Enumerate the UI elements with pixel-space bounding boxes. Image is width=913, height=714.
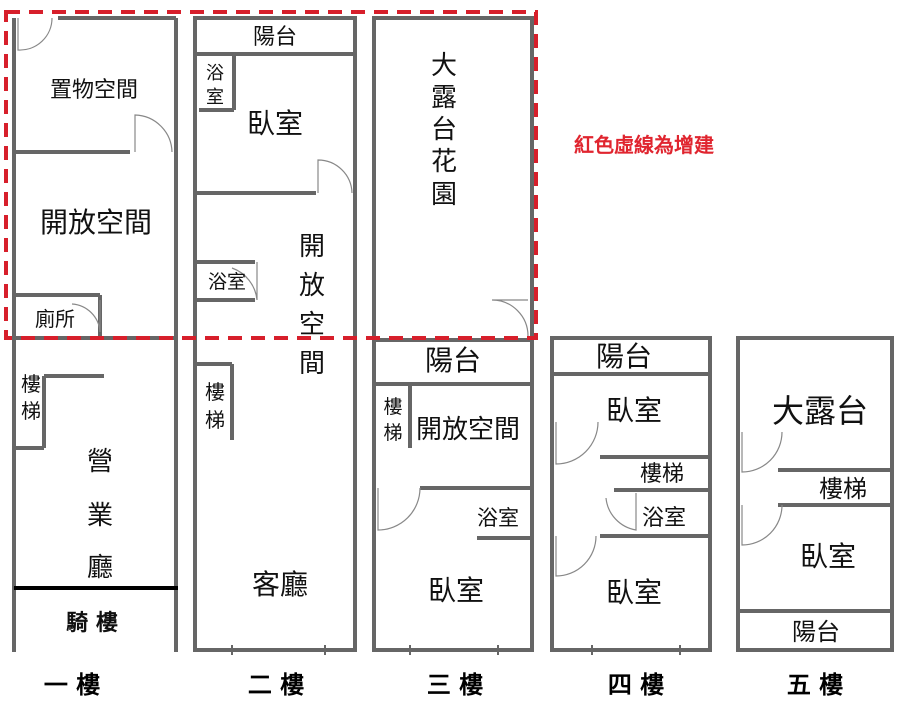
room-label-bath-top: 室 xyxy=(206,87,224,108)
room-label-balcony: 陽台 xyxy=(596,340,652,373)
room-label-stairs: 梯 xyxy=(21,399,41,423)
room-label-shop-hall: 營 xyxy=(87,447,113,477)
room-label-bedroom-bottom: 臥室 xyxy=(606,576,662,609)
door-icon xyxy=(134,114,173,153)
room-label-bedroom: 臥室 xyxy=(428,574,484,607)
floor-5-plan xyxy=(736,336,894,652)
room-label-stairs: 樓 xyxy=(383,396,402,418)
room-label-toilet: 廁所 xyxy=(35,307,75,331)
door-icon xyxy=(605,493,637,531)
room-label-shop-hall: 廳 xyxy=(87,553,113,583)
extension-outline xyxy=(4,10,538,340)
door-icon xyxy=(491,299,529,337)
room-label-open-space: 間 xyxy=(299,349,325,379)
room-label-bedroom-top: 臥室 xyxy=(606,394,662,427)
door-icon xyxy=(741,431,783,473)
room-label-stairs: 梯 xyxy=(383,422,402,444)
room-label-bath: 浴室 xyxy=(477,506,519,530)
door-icon xyxy=(71,300,101,333)
room-label-balcony: 陽台 xyxy=(425,344,481,377)
floor-label-5: 五 樓 xyxy=(787,671,843,699)
door-icon xyxy=(741,504,783,546)
room-label-open-space: 開放空間 xyxy=(416,415,520,445)
room-label-arcade: 騎 樓 xyxy=(66,611,118,636)
room-label-terrace-garden: 台 xyxy=(431,115,457,145)
room-label-terrace: 大露台 xyxy=(772,392,868,430)
room-label-bath-top: 浴 xyxy=(206,63,224,84)
floor-2-plan xyxy=(193,16,357,655)
room-label-storage: 置物空間 xyxy=(50,78,138,103)
room-label-bedroom: 臥室 xyxy=(800,540,856,573)
room-label-terrace-garden: 花 xyxy=(431,147,457,177)
floor-4-plan xyxy=(550,336,712,655)
room-label-balcony: 陽台 xyxy=(253,25,297,50)
room-label-terrace-garden: 大 xyxy=(431,51,457,81)
door-icon xyxy=(17,17,53,51)
room-label-bedroom: 臥室 xyxy=(247,107,303,140)
door-icon xyxy=(231,262,258,301)
room-label-open-space: 放 xyxy=(299,271,325,301)
room-label-shop-hall: 業 xyxy=(87,501,113,531)
room-label-living: 客廳 xyxy=(252,568,308,601)
room-label-open-space: 開 xyxy=(299,232,325,262)
room-label-stairs: 樓梯 xyxy=(640,462,684,487)
room-label-stairs: 樓梯 xyxy=(819,475,867,503)
floor-label-4: 四 樓 xyxy=(608,671,664,699)
floor-label-1: 一 樓 xyxy=(44,671,100,699)
door-icon xyxy=(377,487,421,531)
extension-note: 紅色虛線為增建 xyxy=(574,133,714,157)
room-label-open-space: 空 xyxy=(299,310,325,340)
room-label-open-space: 開放空間 xyxy=(40,206,152,239)
room-label-stairs: 樓 xyxy=(21,372,41,396)
room-label-stairs: 樓 xyxy=(205,380,225,404)
room-label-terrace-garden: 園 xyxy=(431,180,457,210)
floor-label-2: 二 樓 xyxy=(248,671,304,699)
door-icon xyxy=(555,535,597,577)
floor-label-3: 三 樓 xyxy=(427,671,483,699)
door-icon xyxy=(317,159,353,194)
room-label-balcony: 陽台 xyxy=(792,618,840,646)
room-label-bath: 浴室 xyxy=(208,271,246,293)
door-icon xyxy=(555,421,599,465)
room-label-terrace-garden: 露 xyxy=(431,83,457,113)
room-label-bath: 浴室 xyxy=(642,506,686,531)
room-label-stairs: 梯 xyxy=(205,408,225,432)
